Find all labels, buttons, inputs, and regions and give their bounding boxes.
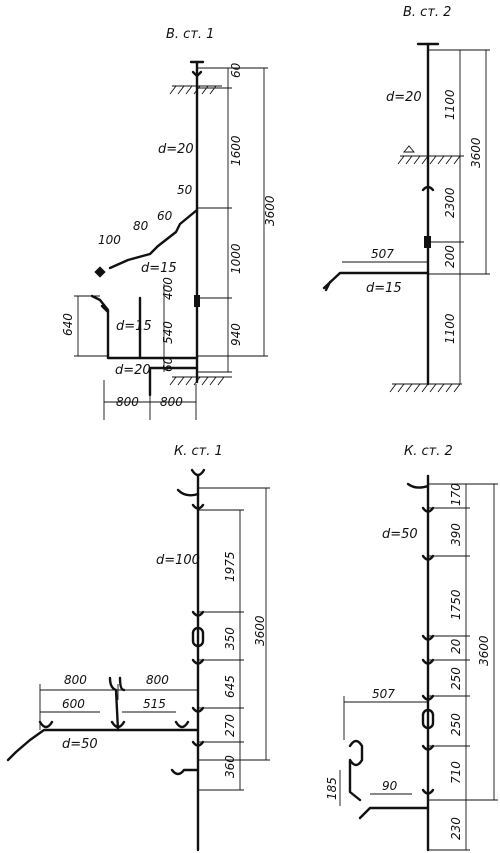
v1-dim-400: 400 — [161, 277, 175, 300]
k1-label-d50: d=50 — [62, 737, 98, 752]
k2-dim-3600: 3600 — [477, 635, 491, 666]
k2-dim-1750: 1750 — [449, 589, 463, 620]
k2-dim-20: 20 — [449, 638, 463, 654]
k1-dim-360: 360 — [223, 755, 237, 778]
k1-inlet-top — [176, 488, 200, 497]
v1-fixture-upper-icon — [94, 266, 106, 278]
v1-label-d20-bottom: d=20 — [115, 363, 151, 378]
k2-cleanout-icon — [421, 708, 435, 730]
k2-label-d50: d=50 — [382, 527, 418, 542]
v1-dim-1600: 1600 — [229, 135, 243, 166]
v1-valve-top — [191, 70, 203, 78]
v2-fitting-icon — [421, 185, 435, 192]
k1-dim-800-left: 800 — [64, 673, 87, 687]
k1-cap-icon — [190, 468, 206, 477]
k2-dim-507: 507 — [372, 687, 395, 701]
title-k1: К. ст. 1 — [174, 444, 223, 459]
k1-dim-270: 270 — [223, 714, 237, 737]
k2-inlet-top — [406, 482, 430, 489]
k2-dim-230: 230 — [449, 817, 463, 840]
k1-dim-1975: 1975 — [223, 551, 237, 582]
v2-dim-3600: 3600 — [469, 137, 483, 168]
v1-dim-800-right: 800 — [160, 395, 183, 409]
v1-dim-100: 100 — [98, 233, 121, 247]
v1-dim-1000: 1000 — [229, 243, 243, 274]
k1-dim-3600: 3600 — [253, 615, 267, 646]
v1-branch-lower — [90, 294, 199, 360]
k2-socket-joints — [421, 506, 435, 795]
title-k2: К. ст. 2 — [404, 444, 453, 459]
v1-dim-60-bottom: 60 — [161, 356, 175, 372]
riser-v2: В. ст. 2 507 1100 2300 200 1100 3600 d=2… — [322, 5, 490, 393]
v1-label-d15-upper: d=15 — [141, 261, 177, 276]
k2-branch — [348, 739, 430, 820]
k1-cleanout-icon — [191, 626, 205, 648]
v1-valve-icon — [194, 295, 200, 307]
k2-dim-250-upper: 250 — [449, 667, 463, 690]
v2-dim-507: 507 — [371, 247, 394, 261]
riser-k2: К. ст. 2 507 90 185 170 390 1750 20 250 — [325, 444, 498, 852]
v2-branch — [322, 271, 430, 292]
v1-dim-800-left: 800 — [116, 395, 139, 409]
title-v1: В. ст. 1 — [166, 27, 214, 42]
k1-branch — [6, 728, 200, 762]
v1-branch-bottom — [148, 366, 199, 397]
v1-dim-940: 940 — [229, 323, 243, 346]
v1-label-d15-lower: d=15 — [116, 319, 152, 334]
v2-dim-200: 200 — [443, 245, 457, 268]
k2-dim-390: 390 — [449, 523, 463, 546]
v1-dim-3600: 3600 — [263, 195, 277, 226]
k2-dim-90: 90 — [382, 779, 398, 793]
k1-socket-joints — [191, 503, 205, 747]
v1-dim-80: 80 — [133, 219, 149, 233]
v2-dim-1100-top: 1100 — [443, 89, 457, 120]
v1-dim-640: 640 — [61, 313, 75, 336]
v2-floor-bottom — [389, 383, 462, 393]
v2-dim-2300: 2300 — [443, 187, 457, 218]
v1-dim-60: 60 — [157, 209, 173, 223]
k1-label-d100: d=100 — [156, 553, 200, 568]
v1-dim-50: 50 — [177, 183, 193, 197]
k1-dim-515: 515 — [143, 697, 166, 711]
k1-branch-joints — [38, 720, 190, 729]
v1-label-d20-main: d=20 — [158, 142, 194, 157]
k1-dim-350: 350 — [223, 627, 237, 650]
k1-inlet-bottom — [170, 768, 200, 776]
v1-floor-upper — [169, 85, 222, 95]
v1-floor-lower — [169, 376, 232, 386]
v2-label-d20: d=20 — [386, 90, 422, 105]
riser-k1: К. ст. 1 800 800 600 515 1975 350 645 — [6, 444, 270, 852]
v2-valve-icon — [424, 236, 431, 248]
v2-dim-1100-bottom: 1100 — [443, 313, 457, 344]
k2-dim-170: 170 — [449, 483, 463, 506]
v1-branch-upper — [108, 208, 199, 270]
k1-dim-800-right: 800 — [146, 673, 169, 687]
v1-dim-60-top: 60 — [229, 62, 243, 78]
title-v2: В. ст. 2 — [403, 5, 451, 20]
v2-label-d15: d=15 — [366, 281, 402, 296]
k1-dim-600: 600 — [62, 697, 85, 711]
riser-v1: В. ст. 1 60 1600 1000 940 3600 40 — [61, 27, 277, 420]
k2-dim-250-lower: 250 — [449, 713, 463, 736]
k1-dim-645: 645 — [223, 675, 237, 698]
k2-dim-710: 710 — [449, 761, 463, 784]
v1-dim-540: 540 — [161, 321, 175, 344]
k2-dim-185: 185 — [325, 777, 339, 800]
